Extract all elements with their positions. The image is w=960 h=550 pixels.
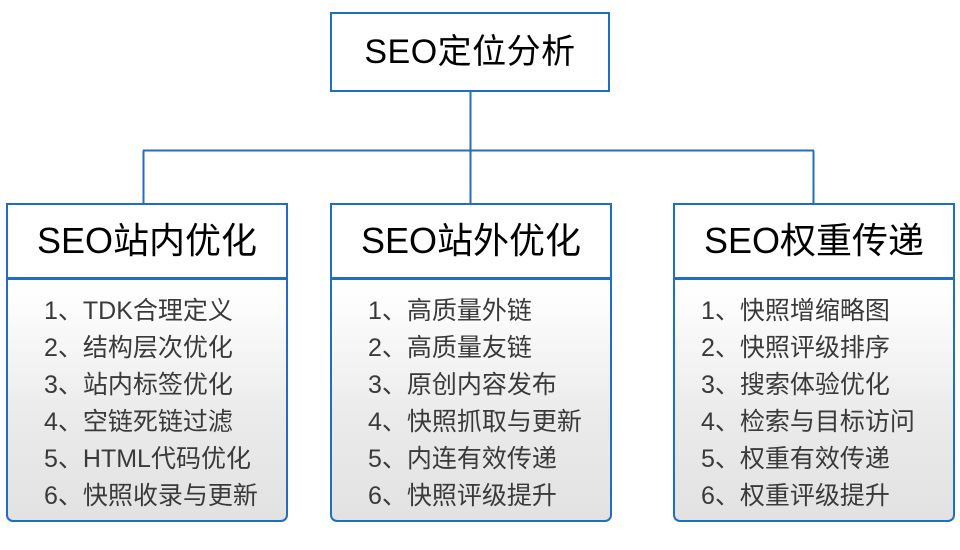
branch-header-label-2: SEO站外优化 [360,220,582,261]
list-item: 6、权重评级提升 [701,482,890,510]
list-item: 4、检索与目标访问 [701,408,915,436]
list-item: 5、内连有效传递 [368,445,557,473]
list-item: 2、结构层次优化 [44,334,233,362]
branch-header-2[interactable]: SEO站外优化 [330,203,612,279]
branch-header-3[interactable]: SEO权重传递 [673,203,955,279]
list-item: 1、快照增缩略图 [701,297,890,325]
root-node-label: SEO定位分析 [364,33,576,71]
list-item: 6、快照收录与更新 [44,482,258,510]
branch-column-1: SEO站内优化 1、TDK合理定义 2、结构层次优化 3、站内标签优化 4、空链… [6,203,288,522]
branch-header-label-1: SEO站内优化 [36,220,258,261]
list-item: 3、站内标签优化 [44,371,233,399]
list-item: 4、空链死链过滤 [44,408,233,436]
branch-list-2: 1、高质量外链 2、高质量友链 3、原创内容发布 4、快照抓取与更新 5、内连有… [330,278,612,522]
branch-header-1[interactable]: SEO站内优化 [6,203,288,279]
list-item: 1、TDK合理定义 [44,297,233,325]
list-item: 5、HTML代码优化 [44,445,251,473]
list-item: 3、原创内容发布 [368,371,557,399]
list-item: 2、快照评级排序 [701,334,890,362]
branch-header-label-3: SEO权重传递 [703,220,925,261]
list-item: 3、搜索体验优化 [701,371,890,399]
list-item: 4、快照抓取与更新 [368,408,582,436]
branch-list-1: 1、TDK合理定义 2、结构层次优化 3、站内标签优化 4、空链死链过滤 5、H… [6,278,288,522]
branch-column-3: SEO权重传递 1、快照增缩略图 2、快照评级排序 3、搜索体验优化 4、检索与… [673,203,955,522]
root-node[interactable]: SEO定位分析 [330,12,610,92]
list-item: 6、快照评级提升 [368,482,557,510]
branch-list-3: 1、快照增缩略图 2、快照评级排序 3、搜索体验优化 4、检索与目标访问 5、权… [673,278,955,522]
branch-column-2: SEO站外优化 1、高质量外链 2、高质量友链 3、原创内容发布 4、快照抓取与… [330,203,612,522]
list-item: 1、高质量外链 [368,297,532,325]
list-item: 2、高质量友链 [368,334,532,362]
list-item: 5、权重有效传递 [701,445,890,473]
